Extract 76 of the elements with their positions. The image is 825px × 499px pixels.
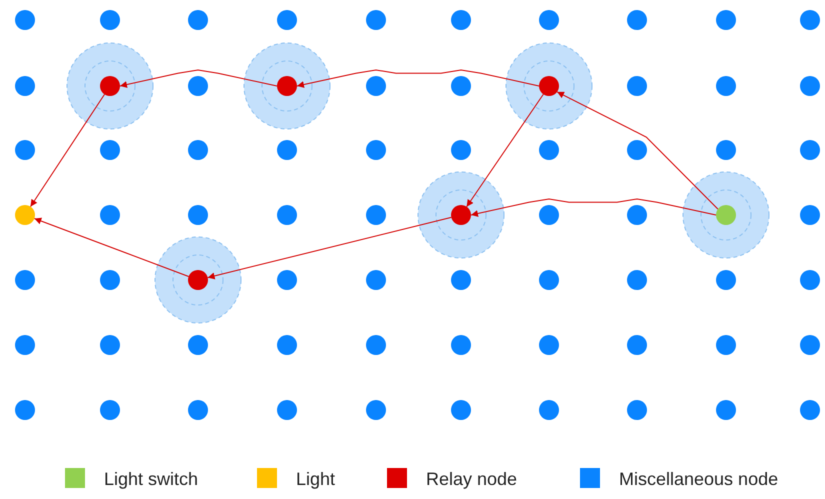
network-node (366, 76, 386, 96)
network-node (800, 10, 820, 30)
network-node (366, 205, 386, 225)
network-node (188, 140, 208, 160)
network-node (188, 205, 208, 225)
arrow (470, 198, 716, 217)
arrow (556, 91, 718, 210)
network-node (100, 335, 120, 355)
arrow (296, 70, 540, 88)
arrow (120, 70, 278, 88)
network-node (800, 205, 820, 225)
network-node (716, 270, 736, 290)
network-node (15, 335, 35, 355)
network-node (277, 270, 297, 290)
network-node (716, 76, 736, 96)
network-node (15, 10, 35, 30)
network-node (800, 335, 820, 355)
arrow (30, 94, 105, 208)
network-node (800, 76, 820, 96)
network-node (451, 140, 471, 160)
network-node (366, 140, 386, 160)
network-node (627, 10, 647, 30)
arrow (207, 216, 452, 280)
network-node (188, 400, 208, 420)
network-node (539, 270, 559, 290)
network-node (100, 400, 120, 420)
legend-label: Light (296, 469, 336, 489)
arrow (466, 94, 544, 208)
network-node (451, 10, 471, 30)
network-node (100, 10, 120, 30)
network-node (277, 400, 297, 420)
network-node (539, 140, 559, 160)
network-node (100, 140, 120, 160)
network-node (627, 335, 647, 355)
network-node (800, 400, 820, 420)
arrow (34, 218, 190, 277)
network-node (277, 10, 297, 30)
legend-label: Light switch (104, 469, 198, 489)
network-node (100, 205, 120, 225)
network-node (15, 270, 35, 290)
network-node (451, 400, 471, 420)
light-node (15, 205, 35, 225)
network-node (539, 400, 559, 420)
network-node (15, 400, 35, 420)
network-node (277, 140, 297, 160)
network-node (366, 10, 386, 30)
network-node (627, 76, 647, 96)
network-node (716, 140, 736, 160)
network-node (100, 270, 120, 290)
legend-label: Relay node (426, 469, 518, 489)
network-node (539, 10, 559, 30)
network-node (627, 205, 647, 225)
network-node (366, 400, 386, 420)
network-node (539, 205, 559, 225)
network-node (800, 270, 820, 290)
network-node (451, 270, 471, 290)
network-node (627, 400, 647, 420)
network-node (277, 205, 297, 225)
network-node (15, 76, 35, 96)
network-node (277, 335, 297, 355)
network-node (800, 140, 820, 160)
network-node (716, 335, 736, 355)
legend-label: Miscellaneous node (619, 469, 778, 489)
network-node (451, 76, 471, 96)
network-node (627, 140, 647, 160)
network-node (716, 400, 736, 420)
network-node (15, 140, 35, 160)
network-node (366, 270, 386, 290)
network-node (188, 10, 208, 30)
network-node (627, 270, 647, 290)
network-node (188, 335, 208, 355)
network-node (451, 335, 471, 355)
network-node (188, 76, 208, 96)
network-node (539, 335, 559, 355)
network-node (716, 10, 736, 30)
network-node (366, 335, 386, 355)
